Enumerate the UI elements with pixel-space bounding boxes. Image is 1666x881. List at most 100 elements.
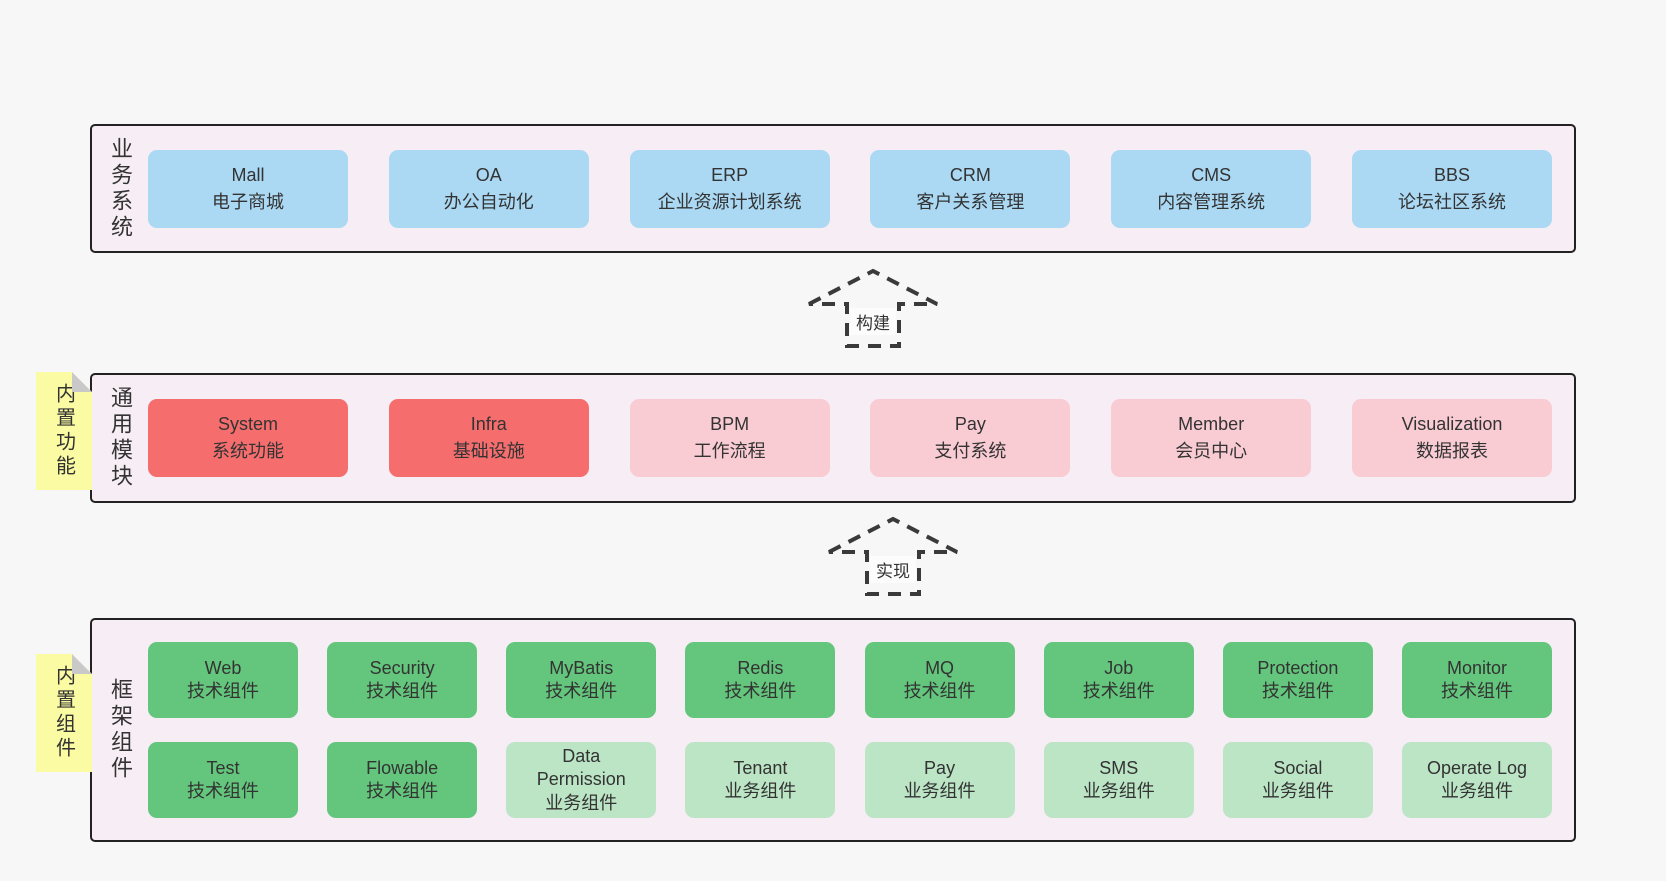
box-crm: CRM 客户关系管理 xyxy=(870,149,1071,228)
box-title: Mall xyxy=(231,164,265,185)
box-subtitle: 系统功能 xyxy=(212,441,284,461)
components-row-1: Web 技术组件 Security 技术组件 MyBatis 技术组件 Redi… xyxy=(148,642,1552,718)
box-subtitle: 业务组件 xyxy=(1261,781,1334,801)
box-subtitle: 业务组件 xyxy=(1082,781,1155,801)
box-infra: Infra 基础设施 xyxy=(388,399,589,477)
box-subtitle: 技术组件 xyxy=(366,781,439,801)
box-subtitle: 数据报表 xyxy=(1415,441,1488,461)
box-web: Web 技术组件 xyxy=(148,642,298,718)
box-visualization: Visualization 数据报表 xyxy=(1351,399,1552,477)
box-flowable: Flowable 技术组件 xyxy=(327,742,478,818)
box-title: ERP xyxy=(711,164,749,185)
components-row-2: Test 技术组件 Flowable 技术组件 Data Permission … xyxy=(148,742,1552,818)
box-title: Data Permission xyxy=(536,745,626,790)
box-data-permission: Data Permission 业务组件 xyxy=(506,742,657,818)
box-subtitle: 业务组件 xyxy=(903,781,976,801)
box-subtitle: 业务组件 xyxy=(724,781,797,801)
box-mq: MQ 技术组件 xyxy=(864,642,1015,718)
box-subtitle: 工作流程 xyxy=(693,441,766,461)
business-systems-title: 业务系统 xyxy=(108,136,133,241)
box-title: Job xyxy=(1104,657,1134,678)
box-subtitle: 论坛社区系统 xyxy=(1397,191,1506,212)
box-title: Social xyxy=(1273,757,1323,778)
common-modules-title: 通用模块 xyxy=(108,386,133,490)
box-subtitle: 办公自动化 xyxy=(443,191,534,212)
box-social: Social 业务组件 xyxy=(1222,742,1373,818)
common-modules-boxes: System 系统功能 Infra 基础设施 BPM 工作流程 Pay 支付系统… xyxy=(148,375,1574,501)
box-subtitle: 会员中心 xyxy=(1175,441,1248,461)
builtin-features-tag-label: 内置功能 xyxy=(52,383,75,479)
box-title: BBS xyxy=(1433,164,1470,185)
framework-components-title: 框架组件 xyxy=(108,678,133,782)
box-subtitle: 内容管理系统 xyxy=(1157,191,1266,212)
box-subtitle: 技术组件 xyxy=(187,781,259,801)
box-monitor: Monitor 技术组件 xyxy=(1401,642,1552,718)
box-title: Redis xyxy=(737,657,784,678)
box-subtitle: 技术组件 xyxy=(903,681,976,701)
box-subtitle: 技术组件 xyxy=(1261,681,1334,701)
box-title: Pay xyxy=(924,757,956,778)
box-subtitle: 企业资源计划系统 xyxy=(657,191,802,212)
box-title: MQ xyxy=(925,657,955,678)
builtin-components-tag: 内置组件 xyxy=(36,654,92,772)
build-arrow: 构建 xyxy=(803,266,943,350)
box-title: Operate Log xyxy=(1426,757,1528,778)
box-title: Flowable xyxy=(366,757,439,778)
box-title: Security xyxy=(369,657,435,678)
implement-arrow: 实现 xyxy=(823,514,963,598)
folded-corner-icon xyxy=(72,654,92,674)
box-subtitle: 技术组件 xyxy=(724,681,797,701)
implement-arrow-label: 实现 xyxy=(870,556,916,583)
box-bbs: BBS 论坛社区系统 xyxy=(1351,149,1552,228)
box-bpm: BPM 工作流程 xyxy=(629,399,830,477)
dashed-up-arrow-icon xyxy=(828,516,958,596)
box-protection: Protection 技术组件 xyxy=(1222,642,1373,718)
builtin-features-tag: 内置功能 xyxy=(36,372,92,490)
box-title: Test xyxy=(206,757,240,778)
box-subtitle: 业务组件 xyxy=(545,792,618,813)
box-title: Web xyxy=(204,657,242,678)
box-title: Infra xyxy=(470,414,507,434)
box-subtitle: 业务组件 xyxy=(1440,781,1513,801)
box-title: BPM xyxy=(710,414,750,434)
box-title: Pay xyxy=(954,414,986,434)
box-redis: Redis 技术组件 xyxy=(685,642,836,718)
box-sms: SMS 业务组件 xyxy=(1043,742,1194,818)
box-title: Member xyxy=(1178,414,1245,434)
box-tenant: Tenant 业务组件 xyxy=(685,742,836,818)
box-pay: Pay 支付系统 xyxy=(870,399,1071,477)
box-subtitle: 技术组件 xyxy=(1082,681,1155,701)
box-subtitle: 技术组件 xyxy=(366,681,439,701)
box-erp: ERP 企业资源计划系统 xyxy=(629,149,830,228)
box-title: Tenant xyxy=(733,757,788,778)
business-systems-boxes: Mall 电子商城 OA 办公自动化 ERP 企业资源计划系统 CRM 客户关系… xyxy=(148,126,1574,251)
box-subtitle: 支付系统 xyxy=(934,441,1007,461)
business-systems-panel: 业务系统 Mall 电子商城 OA 办公自动化 ERP 企业资源计划系统 CRM… xyxy=(90,124,1576,253)
box-subtitle: 电子商城 xyxy=(212,191,284,212)
box-subtitle: 技术组件 xyxy=(187,681,259,701)
box-subtitle: 基础设施 xyxy=(452,441,525,461)
common-modules-panel: 通用模块 System 系统功能 Infra 基础设施 BPM 工作流程 Pay… xyxy=(90,373,1576,503)
box-title: Visualization xyxy=(1401,414,1503,434)
box-title: CMS xyxy=(1191,164,1232,185)
box-subtitle: 技术组件 xyxy=(545,681,618,701)
box-operate-log: Operate Log 业务组件 xyxy=(1401,742,1552,818)
box-title: SMS xyxy=(1099,757,1139,778)
box-title: Monitor xyxy=(1446,657,1507,678)
box-pay-business: Pay 业务组件 xyxy=(864,742,1015,818)
box-security: Security 技术组件 xyxy=(327,642,478,718)
box-subtitle: 技术组件 xyxy=(1440,681,1513,701)
box-subtitle: 客户关系管理 xyxy=(916,191,1025,212)
framework-components-panel: 框架组件 Web 技术组件 Security 技术组件 MyBatis 技术组件… xyxy=(90,618,1576,842)
box-oa: OA 办公自动化 xyxy=(388,149,589,228)
box-title: CRM xyxy=(949,164,991,185)
box-title: Protection xyxy=(1257,657,1339,678)
box-system: System 系统功能 xyxy=(148,399,348,477)
box-job: Job 技术组件 xyxy=(1043,642,1194,718)
framework-components-grid: Web 技术组件 Security 技术组件 MyBatis 技术组件 Redi… xyxy=(148,620,1574,840)
build-arrow-label: 构建 xyxy=(850,308,896,335)
builtin-components-tag-label: 内置组件 xyxy=(52,665,75,761)
box-member: Member 会员中心 xyxy=(1111,399,1312,477)
box-mybatis: MyBatis 技术组件 xyxy=(506,642,657,718)
dashed-up-arrow-icon xyxy=(808,268,938,348)
